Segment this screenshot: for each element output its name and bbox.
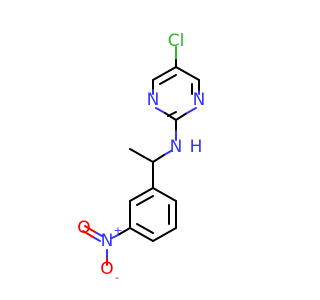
bond-aryl-nitro-b bbox=[111, 234, 119, 239]
nitro-positive-charge: + bbox=[113, 224, 122, 237]
bond-n-ch-a bbox=[163, 150, 172, 156]
bond-n-ch-b bbox=[152, 154, 165, 163]
bonds bbox=[82, 46, 200, 266]
bond-phenyl-4 bbox=[152, 227, 177, 242]
bond-phenyl-double-2 bbox=[136, 223, 154, 234]
bond-phenyl-double-1 bbox=[136, 195, 154, 206]
atom-nitrogen-1: N bbox=[147, 90, 160, 110]
bond-ring-4a bbox=[175, 112, 188, 121]
atom-amine-hydrogen: H bbox=[190, 137, 203, 157]
oxygen-negative-charge: - bbox=[115, 271, 119, 284]
bond-ring-3a bbox=[155, 107, 166, 114]
bond-ring-3b bbox=[164, 112, 177, 121]
bond-phenyl-3 bbox=[129, 227, 154, 242]
atom-nitrogen-2: N bbox=[193, 90, 206, 110]
bond-phenyl-6 bbox=[152, 187, 177, 202]
bond-phenyl-1 bbox=[129, 187, 154, 202]
bond-n-o-double-d bbox=[82, 230, 94, 238]
bond-n-o-double-c bbox=[92, 236, 101, 242]
bond-n-o-double-a bbox=[94, 231, 103, 237]
bond-ring-1 bbox=[152, 66, 177, 81]
bond-ring-double-1 bbox=[159, 74, 177, 85]
bond-ring-4b bbox=[186, 107, 197, 114]
atom-amine-nitrogen: N bbox=[170, 137, 183, 157]
bond-ring-double-3 bbox=[167, 111, 177, 117]
atom-nitro-nitrogen: N bbox=[101, 231, 114, 251]
atom-nitro-oxygen-2: O bbox=[100, 259, 113, 279]
bond-ring-6 bbox=[175, 66, 200, 81]
atom-labels: Cl N N N H N + O O - bbox=[77, 31, 205, 284]
molecule-structure-diagram: Cl N N N H N + O O - bbox=[77, 31, 205, 284]
atom-nitro-oxygen-1: O bbox=[77, 218, 90, 238]
bond-n-o-double-b bbox=[84, 225, 96, 233]
atom-chlorine: Cl bbox=[168, 31, 185, 51]
bond-methyl bbox=[129, 148, 154, 163]
bond-aryl-nitro-a bbox=[117, 227, 131, 236]
